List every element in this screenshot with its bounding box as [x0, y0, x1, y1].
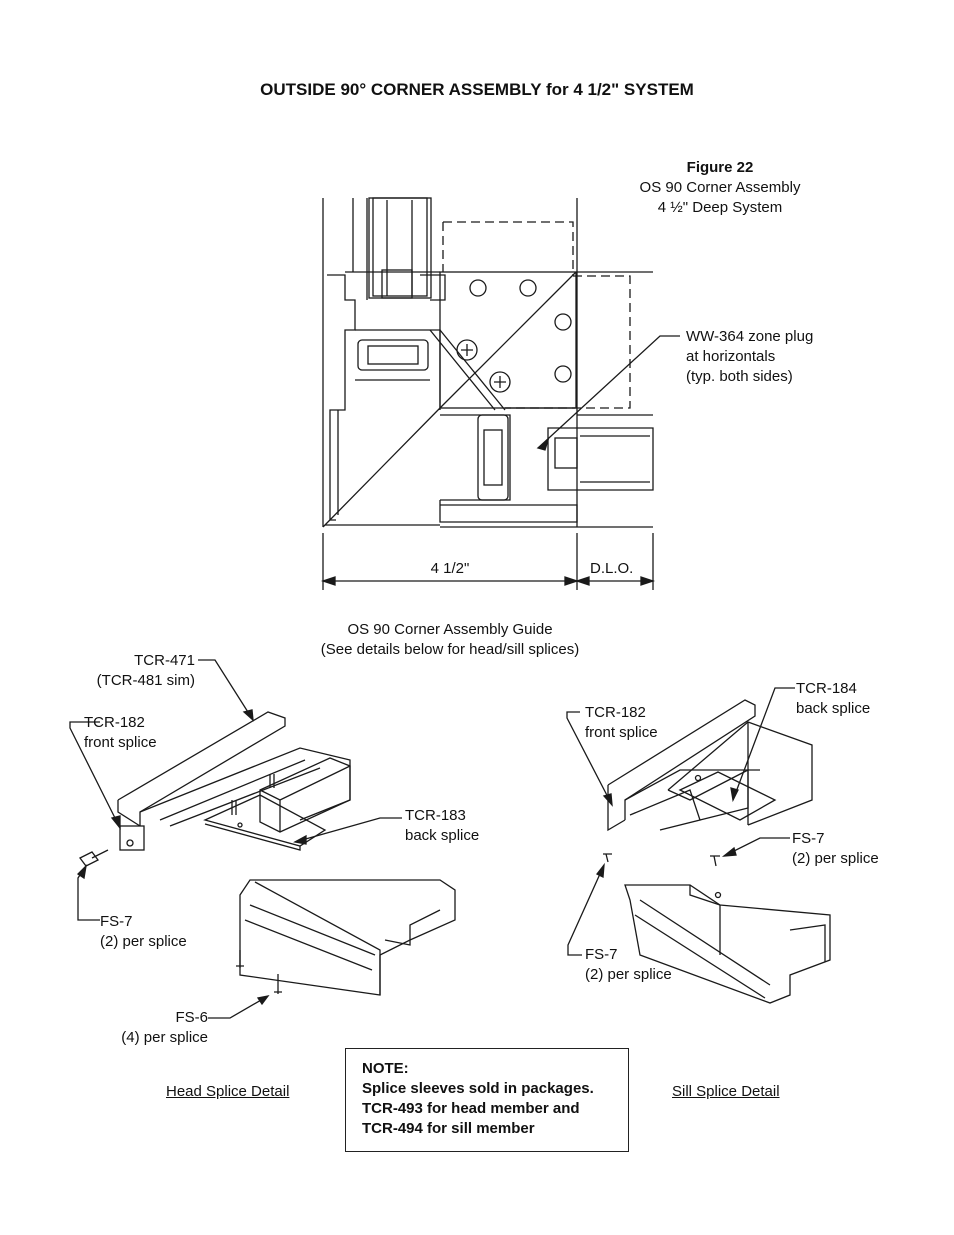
dlo-dimension-label: D.L.O.	[590, 560, 634, 577]
label-tcr-471-line2: (TCR-481 sim)	[96, 672, 195, 689]
label-head-fs-7-line2: (2) per splice	[100, 933, 187, 950]
note-box: NOTE: Splice sleeves sold in packages. T…	[345, 1048, 629, 1152]
note-heading: NOTE:	[362, 1060, 409, 1077]
zone-plug-callout: WW-364 zone plug at horizontals (typ. bo…	[686, 327, 813, 387]
label-sill-fs-7-left-line1: FS-7	[585, 946, 618, 963]
assembly-guide-heading: OS 90 Corner Assembly Guide (See details…	[290, 620, 610, 660]
zone-plug-line3: (typ. both sides)	[686, 368, 793, 385]
head-splice-caption: Head Splice Detail	[166, 1083, 290, 1100]
label-sill-fs-7-right: FS-7 (2) per splice	[792, 829, 879, 869]
page-title: OUTSIDE 90° CORNER ASSEMBLY for 4 1/2" S…	[260, 80, 694, 99]
label-tcr-471: TCR-471 (TCR-481 sim)	[70, 651, 195, 691]
label-tcr-184: TCR-184 back splice	[796, 679, 870, 719]
figure-caption-line1: OS 90 Corner Assembly	[639, 179, 801, 196]
label-fs-6-line1: FS-6	[175, 1009, 208, 1026]
label-head-tcr-182-line1: TCR-182	[84, 714, 145, 731]
label-tcr-184-line1: TCR-184	[796, 680, 857, 697]
figure-number: Figure 22	[686, 159, 754, 176]
label-tcr-183-line1: TCR-183	[405, 807, 466, 824]
note-line2: TCR-493 for head member and	[362, 1100, 580, 1117]
label-tcr-183-line2: back splice	[405, 827, 480, 844]
figure-caption-line2: 4 ½" Deep System	[657, 199, 783, 216]
label-tcr-184-line2: back splice	[796, 700, 871, 717]
label-sill-tcr-182: TCR-182 front splice	[585, 703, 658, 743]
dimension-lines	[320, 533, 656, 590]
label-sill-tcr-182-line2: front splice	[585, 724, 658, 741]
sill-splice-caption: Sill Splice Detail	[672, 1083, 780, 1100]
label-sill-fs-7-left: FS-7 (2) per splice	[585, 945, 672, 985]
label-head-tcr-182: TCR-182 front splice	[84, 713, 157, 753]
label-tcr-471-line1: TCR-471	[134, 652, 195, 669]
zone-plug-line2: at horizontals	[686, 348, 776, 365]
corner-section-drawing	[322, 197, 680, 528]
label-head-fs-7-line1: FS-7	[100, 913, 133, 930]
note-line1: Splice sleeves sold in packages.	[362, 1080, 594, 1097]
assembly-guide-line2: (See details below for head/sill splices…	[320, 641, 580, 658]
depth-dimension-label: 4 1/2"	[430, 560, 470, 577]
label-sill-fs-7-right-line2: (2) per splice	[792, 850, 879, 867]
label-sill-fs-7-right-line1: FS-7	[792, 830, 825, 847]
note-line3: TCR-494 for sill member	[362, 1120, 535, 1137]
label-head-fs-7: FS-7 (2) per splice	[100, 912, 187, 952]
sill-splice-drawing	[566, 687, 831, 1004]
assembly-guide-line1: OS 90 Corner Assembly Guide	[347, 621, 553, 638]
label-head-tcr-182-line2: front splice	[84, 734, 157, 751]
label-sill-fs-7-left-line2: (2) per splice	[585, 966, 672, 983]
figure-caption: Figure 22 OS 90 Corner Assembly 4 ½" Dee…	[600, 158, 840, 218]
label-fs-6-line2: (4) per splice	[121, 1029, 208, 1046]
zone-plug-line1: WW-364 zone plug	[686, 328, 814, 345]
head-splice-drawing	[69, 659, 456, 1019]
label-fs-6: FS-6 (4) per splice	[90, 1008, 208, 1048]
label-sill-tcr-182-line1: TCR-182	[585, 704, 646, 721]
label-tcr-183: TCR-183 back splice	[405, 806, 479, 846]
